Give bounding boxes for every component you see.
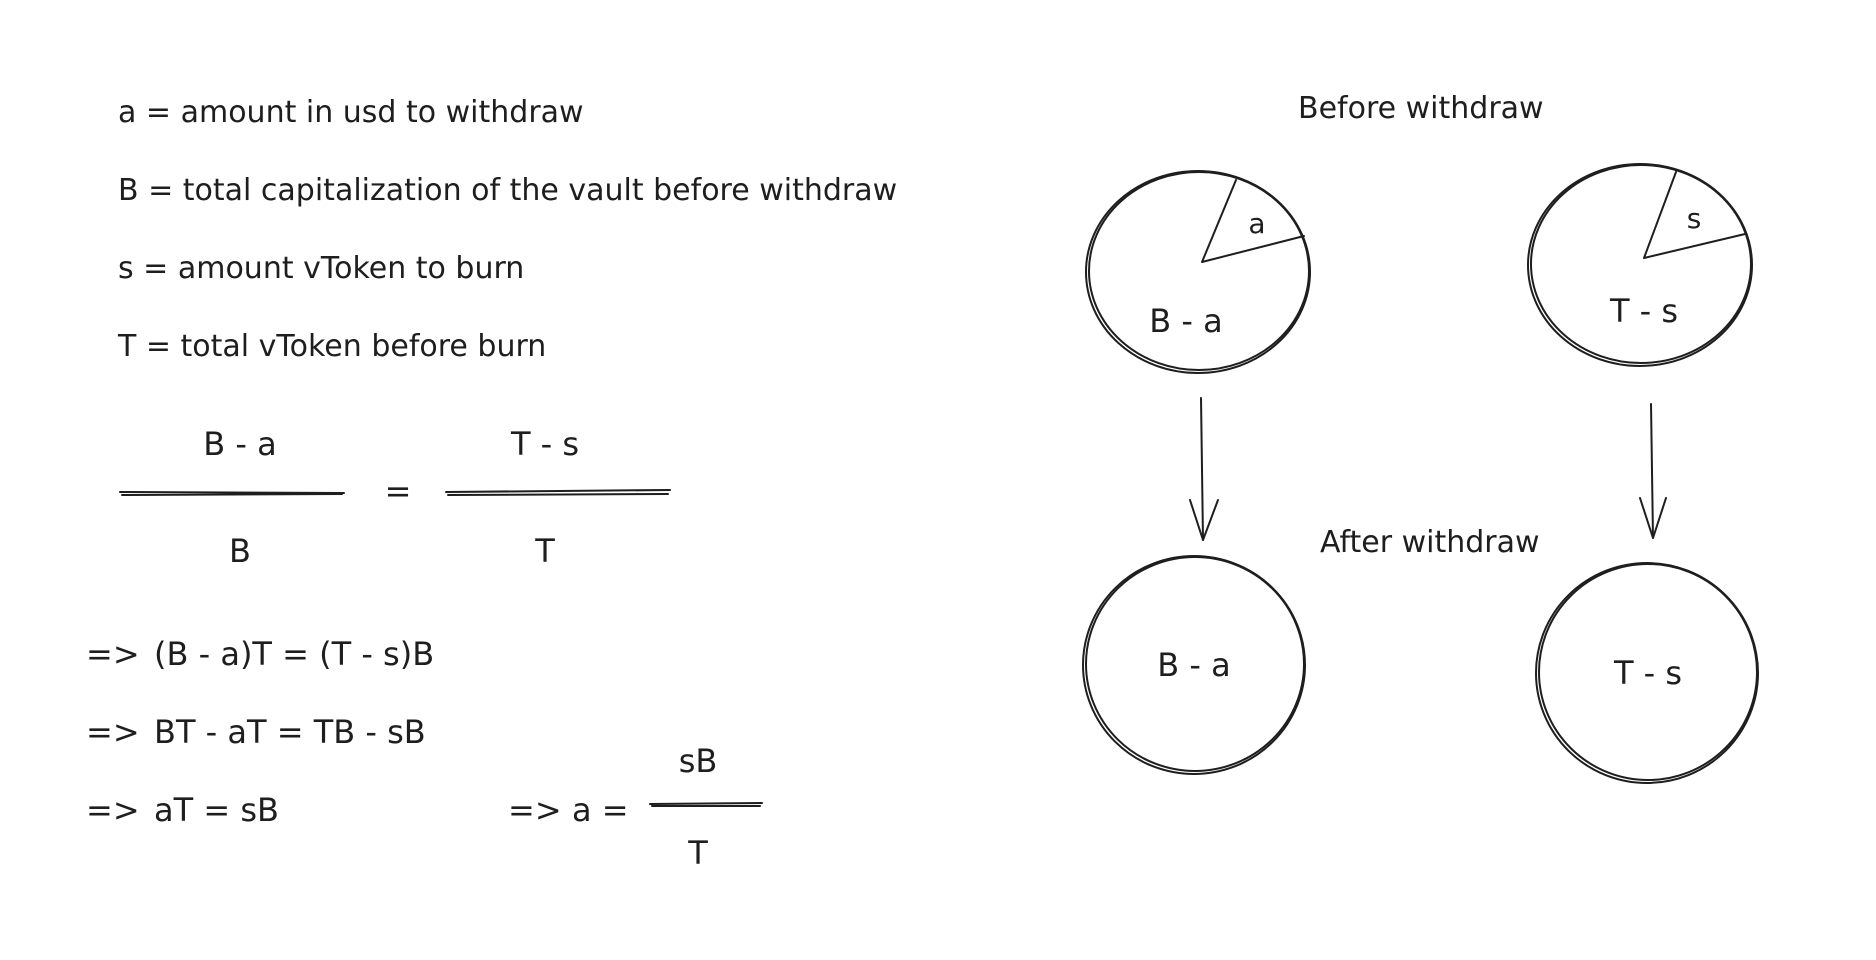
diagram-labels: Before withdraw After withdraw	[1298, 91, 1544, 560]
pie-before-capitalization-label: B - a	[1149, 302, 1222, 340]
derivation-arrow-1: =>	[86, 635, 140, 673]
transition-arrows	[1189, 397, 1667, 541]
result-denominator: T	[687, 834, 708, 872]
right-numerator: T - s	[510, 425, 579, 463]
pie-slice-a	[1201, 179, 1305, 263]
pie-slice-s	[1643, 171, 1746, 259]
after-withdraw-label: After withdraw	[1320, 525, 1540, 560]
pie-before-vtoken-circle	[1527, 163, 1753, 367]
derivation-step-3: aT = sB	[154, 791, 279, 829]
result-lhs: a =	[572, 791, 629, 829]
circle-after-vtoken-shape	[1535, 562, 1759, 784]
circle-after-capitalization-label: B - a	[1157, 646, 1230, 684]
definition-t: T = total vToken before burn	[117, 329, 546, 364]
result-fraction-bar	[649, 802, 763, 805]
circle-after-vtoken: T - s	[1535, 562, 1759, 784]
pie-before-vtoken: s T - s	[1527, 163, 1753, 367]
arrow-down-right	[1639, 403, 1667, 539]
circle-after-capitalization-shape-sketch	[1085, 556, 1305, 772]
derivation-arrow-2: =>	[86, 713, 140, 751]
left-fraction-bar-sketch	[121, 493, 343, 496]
ratio-equation: B - a B = T - s T	[119, 425, 671, 570]
pie-before-capitalization-circle-sketch	[1088, 171, 1310, 371]
right-fraction-bar	[445, 489, 671, 493]
definition-a: a = amount in usd to withdraw	[118, 95, 584, 130]
left-numerator: B - a	[203, 425, 276, 463]
circle-after-vtoken-shape-sketch	[1538, 563, 1758, 781]
result-numerator: sB	[679, 742, 718, 780]
result-arrow: =>	[508, 791, 562, 829]
right-denominator: T	[534, 532, 555, 570]
pie-before-vtoken-label: T - s	[1609, 292, 1678, 330]
derivation-steps: => (B - a)T = (T - s)B => BT - aT = TB -…	[86, 635, 434, 829]
equals-sign: =	[385, 472, 412, 510]
definitions-list: a = amount in usd to withdraw B = total …	[117, 95, 897, 364]
before-withdraw-label: Before withdraw	[1298, 91, 1544, 126]
result-equation: => a = sB T	[508, 742, 763, 872]
circle-after-capitalization-shape	[1082, 555, 1306, 775]
circle-after-capitalization: B - a	[1082, 555, 1306, 775]
derivation-step-2: BT - aT = TB - sB	[154, 713, 426, 751]
arrow-down-left	[1189, 397, 1219, 541]
circle-after-vtoken-label: T - s	[1613, 654, 1682, 692]
pie-before-capitalization-circle	[1085, 170, 1311, 374]
right-fraction-bar-sketch	[447, 493, 669, 496]
derivation-step-1: (B - a)T = (T - s)B	[154, 635, 434, 673]
left-fraction-bar	[119, 491, 345, 494]
definition-b: B = total capitalization of the vault be…	[118, 173, 897, 208]
pie-slice-s-label: s	[1687, 202, 1702, 235]
definition-s: s = amount vToken to burn	[118, 251, 524, 286]
pie-before-vtoken-circle-sketch	[1530, 164, 1752, 364]
derivation-arrow-3: =>	[86, 791, 140, 829]
pie-slice-a-label: a	[1248, 207, 1265, 240]
left-denominator: B	[229, 532, 251, 570]
pie-before-capitalization: a B - a	[1085, 170, 1311, 374]
